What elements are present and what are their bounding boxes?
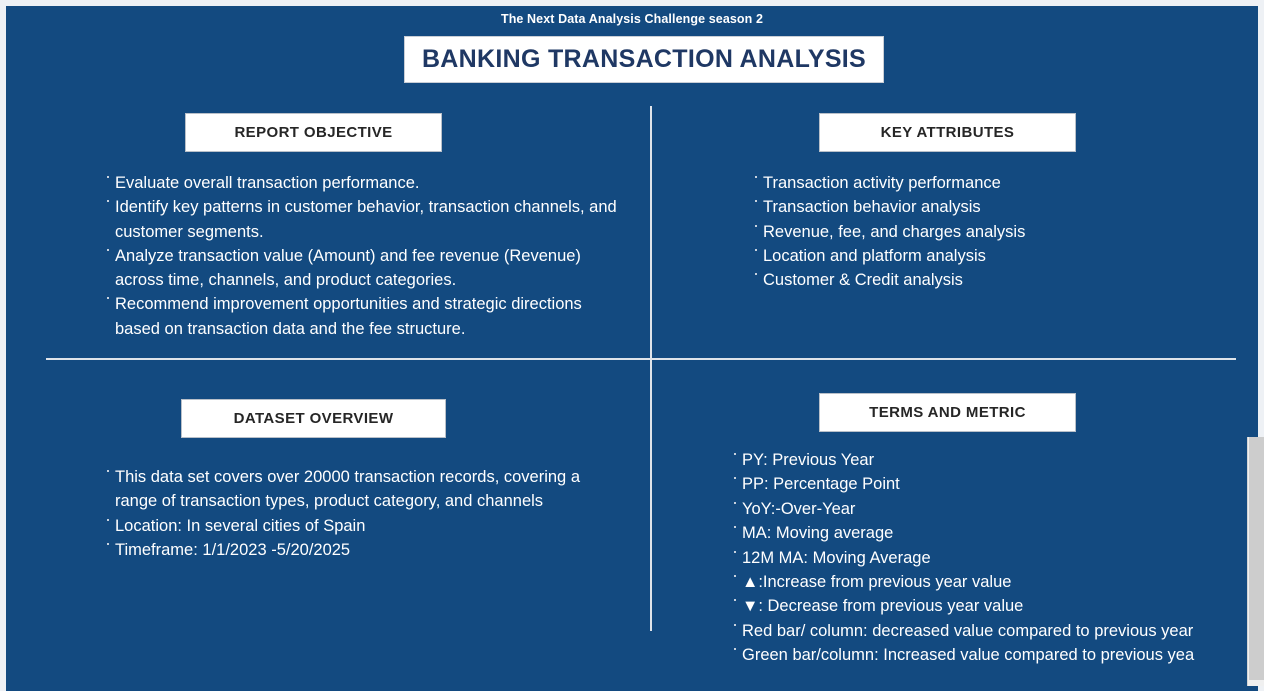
list-dataset-overview: This data set covers over 20000 transact… (106, 465, 616, 562)
list-item-increase-legend: ▲:Increase from previous year value (733, 570, 1253, 594)
section-header-key-attributes: KEY ATTRIBUTES (819, 113, 1076, 152)
scrollbar-thumb[interactable] (1249, 437, 1264, 680)
list-item: Transaction behavior analysis (754, 195, 1194, 219)
list-item: YoY:-Over-Year (733, 497, 1253, 521)
list-item: Analyze transaction value (Amount) and f… (106, 244, 626, 293)
horizontal-divider (46, 358, 1236, 360)
list-item: Revenue, fee, and charges analysis (754, 220, 1194, 244)
slide-panel: The Next Data Analysis Challenge season … (6, 6, 1258, 691)
page-title: BANKING TRANSACTION ANALYSIS (421, 45, 867, 73)
list-item: Evaluate overall transaction performance… (106, 171, 626, 195)
section-header-report-objective: REPORT OBJECTIVE (185, 113, 442, 152)
list-item: PY: Previous Year (733, 448, 1253, 472)
season-subtitle: The Next Data Analysis Challenge season … (500, 12, 764, 26)
list-item: Location and platform analysis (754, 244, 1194, 268)
section-title-dataset-overview: DATASET OVERVIEW (233, 410, 394, 427)
list-item: MA: Moving average (733, 521, 1253, 545)
list-item-red-bar-legend: Red bar/ column: decreased value compare… (733, 619, 1253, 643)
list-item: Timeframe: 1/1/2023 -5/20/2025 (106, 538, 616, 562)
section-title-terms-and-metric: TERMS AND METRIC (869, 404, 1026, 421)
list-key-attributes: Transaction activity performance Transac… (754, 171, 1194, 292)
list-item: Customer & Credit analysis (754, 268, 1194, 292)
list-item: Transaction activity performance (754, 171, 1194, 195)
list-item: Recommend improvement opportunities and … (106, 292, 626, 341)
list-item: This data set covers over 20000 transact… (106, 465, 616, 514)
list-terms-and-metric: PY: Previous Year PP: Percentage Point Y… (733, 448, 1253, 668)
vertical-divider (650, 106, 652, 631)
section-header-dataset-overview: DATASET OVERVIEW (181, 399, 446, 438)
list-item: Location: In several cities of Spain (106, 514, 616, 538)
list-item: Identify key patterns in customer behavi… (106, 195, 626, 244)
list-report-objective: Evaluate overall transaction performance… (106, 171, 626, 341)
list-item-green-bar-legend: Green bar/column: Increased value compar… (733, 643, 1253, 667)
list-item-decrease-legend: ▼: Decrease from previous year value (733, 594, 1253, 618)
left-margin-strip (0, 0, 6, 691)
section-header-terms-and-metric: TERMS AND METRIC (819, 393, 1076, 432)
list-item: PP: Percentage Point (733, 472, 1253, 496)
section-title-report-objective: REPORT OBJECTIVE (234, 124, 393, 141)
vertical-scrollbar[interactable] (1247, 437, 1264, 686)
list-item: 12M MA: Moving Average (733, 546, 1253, 570)
top-margin-strip (0, 0, 1264, 6)
page-title-box: BANKING TRANSACTION ANALYSIS (404, 36, 884, 83)
section-title-key-attributes: KEY ATTRIBUTES (880, 124, 1015, 141)
